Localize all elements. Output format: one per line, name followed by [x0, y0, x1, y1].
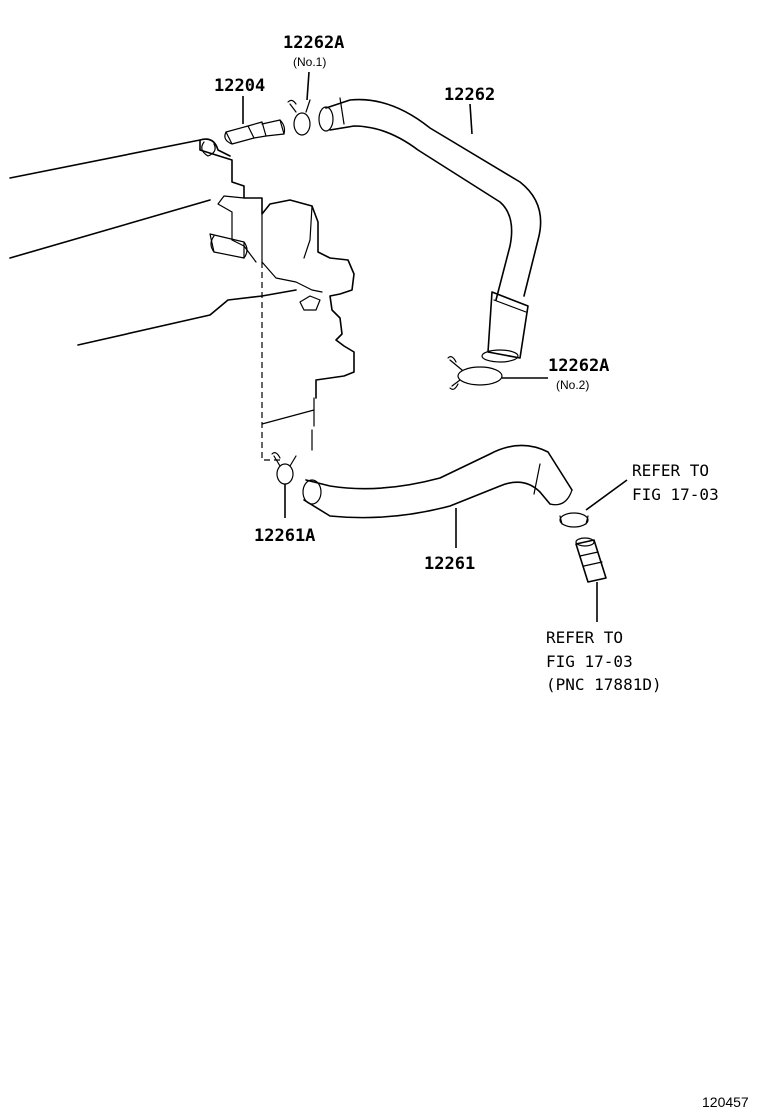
clamp-12261A: [271, 452, 297, 485]
part-number-12262A-no2: 12262A: [548, 356, 609, 376]
figure-id: 120457: [702, 1094, 749, 1110]
ref2-line2: FIG 17-03: [546, 652, 633, 671]
part-number-12261: 12261: [424, 554, 475, 574]
pcv-valve-12204: [224, 119, 286, 145]
ref1-line2: FIG 17-03: [632, 485, 719, 504]
clamp-12262A-no1: [287, 99, 311, 136]
hose-12261: [302, 444, 573, 519]
ref1-line1: REFER TO: [632, 461, 709, 480]
hose-12262: [318, 97, 542, 363]
leader-lines: [242, 71, 628, 622]
part-number-12262: 12262: [444, 85, 495, 105]
part-number-12262A-no1: 12262A: [283, 33, 344, 53]
clamp-12262A-no2: [447, 356, 503, 390]
part-sub-no2: (No.2): [556, 378, 589, 392]
part-number-12261A: 12261A: [254, 526, 315, 546]
ref2-line3: (PNC 17881D): [546, 675, 662, 694]
ref2-line1: REFER TO: [546, 628, 623, 647]
clamp-ref-fig: [559, 512, 589, 528]
fitting-17881D: [575, 537, 607, 583]
part-sub-no1: (No.1): [293, 55, 326, 69]
part-number-12204: 12204: [214, 76, 265, 96]
engine-block: [9, 138, 355, 461]
